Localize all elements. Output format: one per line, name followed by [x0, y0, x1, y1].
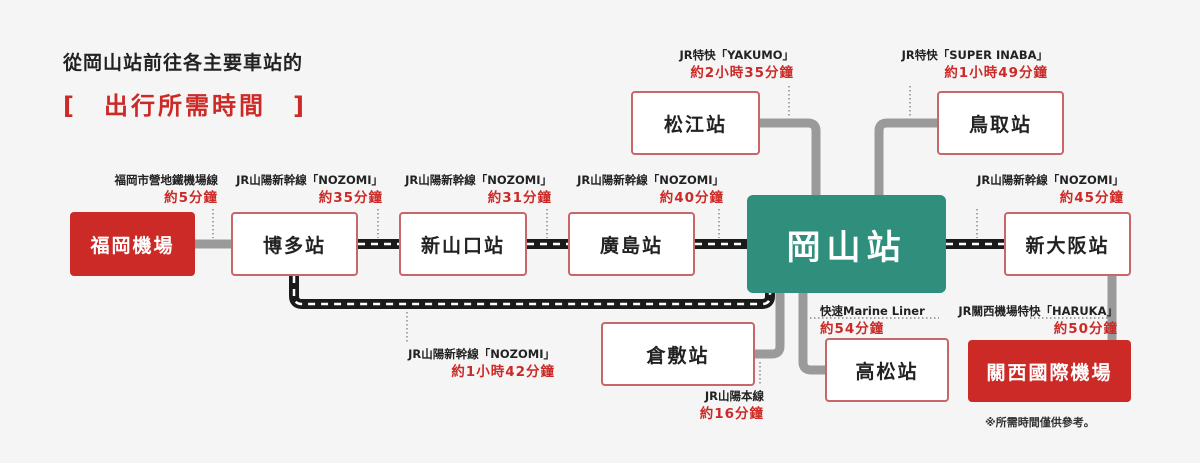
route-line-name: JR山陽新幹線「NOZOMI」 [236, 173, 383, 187]
page-subtitle: [ 出行所需時間 ] [63, 92, 307, 120]
route-label-yakumo: JR特快「YAKUMO」 約2小時35分鐘 [679, 46, 794, 82]
route-time: 約1小時49分鐘 [944, 65, 1048, 81]
route-line-name: JR山陽新幹線「NOZOMI」 [977, 173, 1124, 187]
line-yakumo [760, 118, 821, 196]
station-kurashiki: 倉敷站 [601, 322, 755, 386]
route-label-hiroshima-okayama: JR山陽新幹線「NOZOMI」 約40分鐘 [577, 171, 724, 207]
route-time: 約54分鐘 [820, 321, 885, 337]
route-time: 約1小時42分鐘 [451, 364, 555, 380]
footnote: ※所需時間僅供參考。 [985, 416, 1095, 429]
route-label-shin-yamaguchi-hiroshima: JR山陽新幹線「NOZOMI」 約31分鐘 [405, 171, 552, 207]
route-line-name: JR特快「YAKUMO」 [679, 48, 794, 62]
station-tottori: 鳥取站 [937, 91, 1064, 155]
route-line-name: JR山陽本線 [704, 389, 764, 403]
route-time: 約31分鐘 [487, 190, 552, 206]
station-shin-yamaguchi: 新山口站 [399, 212, 527, 276]
route-time: 約50分鐘 [1053, 321, 1118, 337]
page-title: 從岡山站前往各主要車站的 [63, 52, 304, 74]
route-label-fukuoka-subway: 福岡市營地鐵機場線 約5分鐘 [115, 171, 219, 207]
route-label-hakata-shin-yamaguchi: JR山陽新幹線「NOZOMI」 約35分鐘 [236, 171, 383, 207]
route-line-name: 福岡市營地鐵機場線 [114, 173, 219, 187]
route-label-okayama-hakata: JR山陽新幹線「NOZOMI」 約1小時42分鐘 [408, 345, 555, 381]
route-label-super-inaba: JR特快「SUPER INABA」 約1小時49分鐘 [902, 46, 1048, 82]
route-time: 約2小時35分鐘 [690, 65, 794, 81]
route-time: 約5分鐘 [164, 190, 218, 206]
station-okayama: 岡山站 [747, 195, 946, 293]
station-hiroshima: 廣島站 [568, 212, 695, 276]
route-label-haruka: JR關西機場特快「HARUKA」 約50分鐘 [958, 302, 1118, 338]
route-time: 約40分鐘 [659, 190, 724, 206]
station-hakata: 博多站 [231, 212, 358, 276]
route-line-name: JR山陽新幹線「NOZOMI」 [405, 173, 552, 187]
station-matsue: 松江站 [631, 91, 760, 155]
line-sanyo-local [755, 293, 785, 359]
station-kansai-airport: 關西國際機場 [968, 340, 1131, 402]
station-shin-osaka: 新大阪站 [1004, 212, 1131, 276]
station-fukuoka-airport: 福岡機場 [70, 212, 195, 276]
route-label-okayama-shin-osaka: JR山陽新幹線「NOZOMI」 約45分鐘 [977, 171, 1124, 207]
route-line-name: JR關西機場特快「HARUKA」 [958, 304, 1118, 318]
route-time: 約35分鐘 [318, 190, 383, 206]
route-line-name: JR特快「SUPER INABA」 [901, 48, 1048, 62]
route-label-marine-liner: 快速Marine Liner 約54分鐘 [820, 302, 925, 338]
route-line-name: 快速Marine Liner [820, 304, 925, 318]
route-line-name: JR山陽新幹線「NOZOMI」 [577, 173, 724, 187]
route-line-name: JR山陽新幹線「NOZOMI」 [408, 347, 555, 361]
route-time: 約45分鐘 [1059, 190, 1124, 206]
route-time: 約16分鐘 [699, 406, 764, 422]
station-takamatsu: 高松站 [825, 338, 949, 402]
route-label-sanyo-local: JR山陽本線 約16分鐘 [700, 387, 764, 423]
line-super-inaba [874, 118, 938, 196]
line-marine-liner [798, 293, 826, 375]
